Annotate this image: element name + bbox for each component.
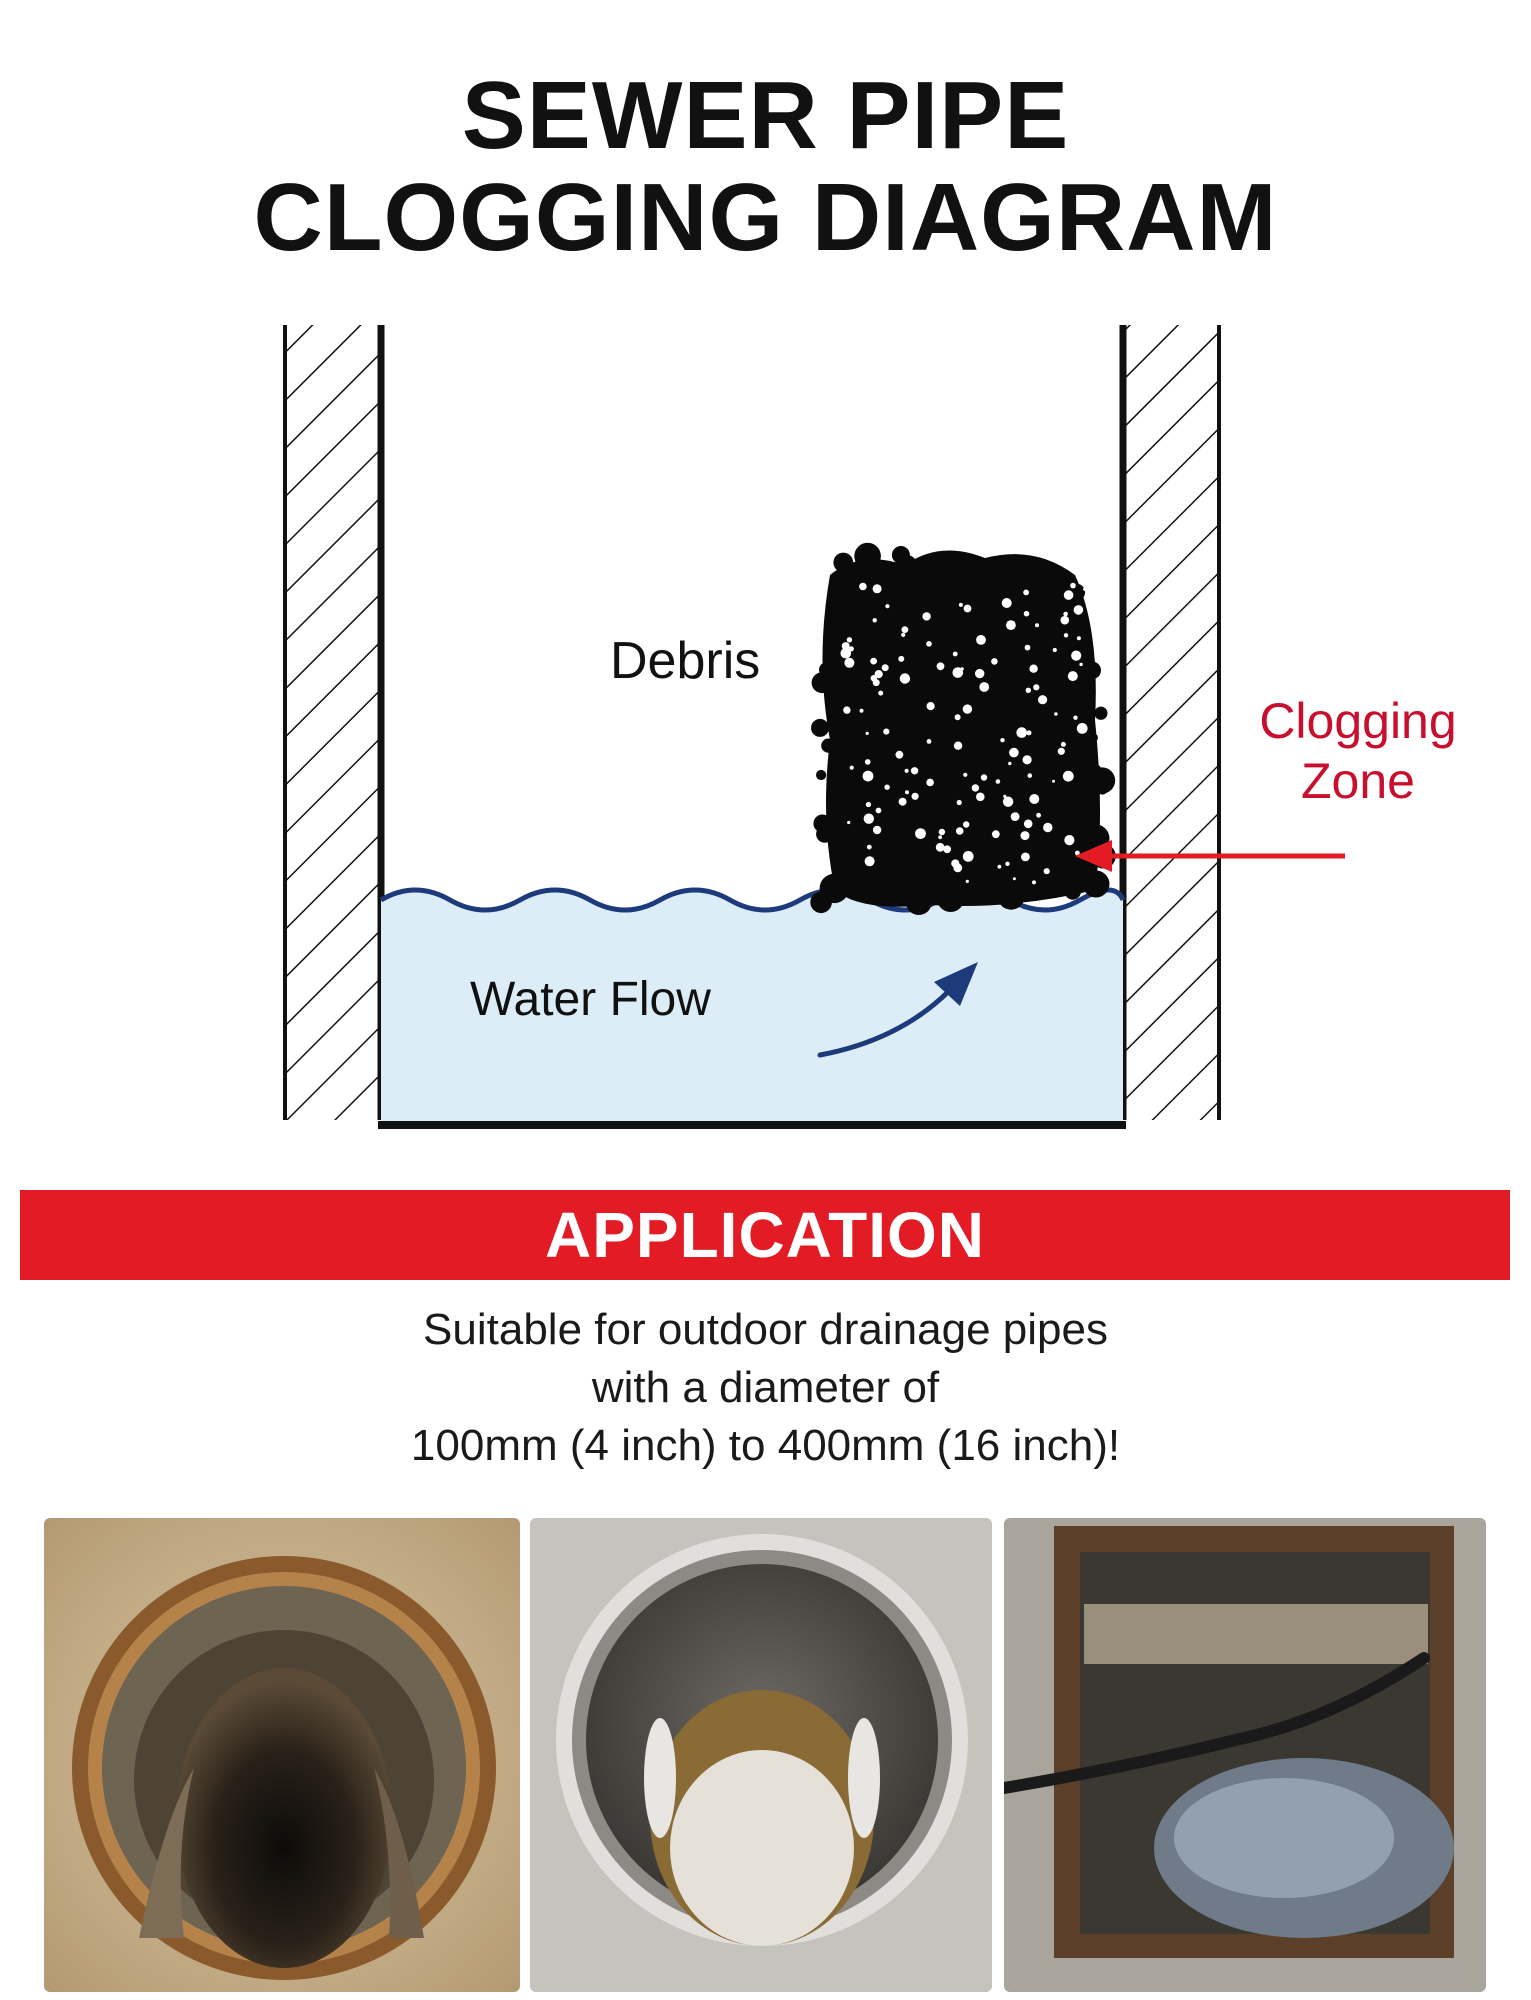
water-flow-label: Water Flow: [470, 973, 711, 1026]
application-heading: APPLICATION: [544, 1199, 986, 1271]
application-text-line-3: 100mm (4 inch) to 400mm (16 inch)!: [410, 1421, 1121, 1470]
water-flow-arrowhead: [934, 962, 978, 1006]
pipe-diagram: Debris Water Flow Clogging Zone: [283, 325, 1457, 1129]
clogging-zone-label-1: Clogging: [1259, 693, 1456, 749]
debris-label: Debris: [610, 632, 760, 690]
water-flow-arrow: [817, 987, 953, 1058]
photo-lined-pipe: [530, 1518, 992, 1992]
water-body: [381, 890, 1123, 1123]
application-banner: APPLICATION: [20, 1190, 1510, 1280]
clogging-zone-label-2: Zone: [1301, 753, 1415, 809]
photo-square-manhole: [1004, 1518, 1486, 1992]
left-pipe-wall: [283, 325, 385, 1120]
title-line-1: SEWER PIPE: [461, 62, 1070, 169]
debris-cluster: [810, 542, 1116, 915]
title-line-2: CLOGGING DIAGRAM: [253, 164, 1278, 271]
application-text-line-1: Suitable for outdoor drainage pipes: [423, 1305, 1108, 1354]
photo-rusty-round-pipe: [44, 1518, 520, 1992]
clog-arrowhead: [1075, 840, 1112, 872]
application-text-line-2: with a diameter of: [591, 1363, 940, 1412]
right-pipe-wall: [1119, 325, 1221, 1120]
